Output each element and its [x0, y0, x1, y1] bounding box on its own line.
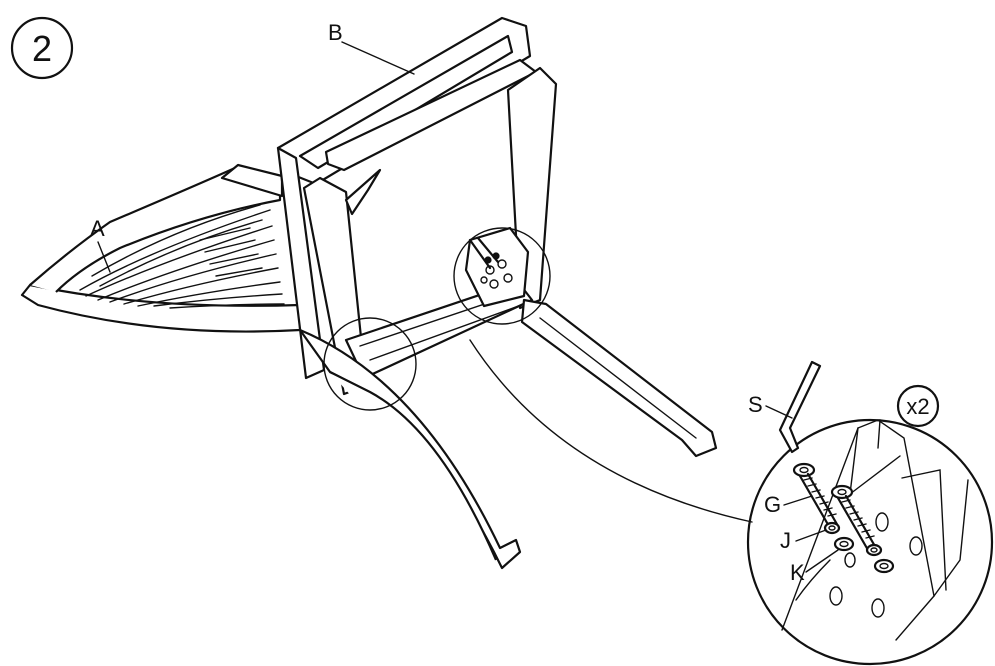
label-b: B [328, 20, 415, 75]
label-k-text: K [790, 560, 805, 585]
quantity-badge: x2 [896, 384, 940, 428]
label-k: K [790, 549, 839, 585]
label-a-leader [97, 241, 111, 273]
corner-holes-right [480, 259, 513, 289]
label-b-text: B [328, 20, 343, 45]
bolt-icon-second [830, 484, 878, 552]
label-j: J [780, 528, 827, 553]
label-g: G [764, 492, 813, 517]
chair-legs [298, 298, 718, 570]
label-j-text: J [780, 528, 791, 553]
part-b-seat-frame [276, 16, 558, 396]
quantity-circle [896, 384, 940, 428]
quantity-text: x2 [906, 394, 929, 419]
label-a-text: A [90, 216, 105, 241]
label-b-leader [341, 41, 415, 75]
step-circle [10, 16, 74, 80]
label-a: A [90, 216, 111, 273]
bolt-icon [792, 462, 840, 530]
allen-key-icon [778, 360, 822, 454]
step-number: 2 [32, 28, 52, 69]
detail-circle [746, 418, 994, 666]
detail-view [746, 418, 994, 666]
label-s: S [748, 392, 793, 419]
detail-connector [469, 339, 753, 523]
label-g-text: G [764, 492, 781, 517]
part-a-back-frame [20, 163, 302, 333]
bolt-icon [468, 236, 500, 270]
label-s-text: S [748, 392, 763, 417]
washer-icon [823, 521, 883, 557]
step-badge: 2 [10, 16, 74, 80]
zoom-circle-left [323, 317, 417, 411]
zoom-circle-right [453, 227, 551, 325]
washer-icon-large [833, 536, 895, 574]
